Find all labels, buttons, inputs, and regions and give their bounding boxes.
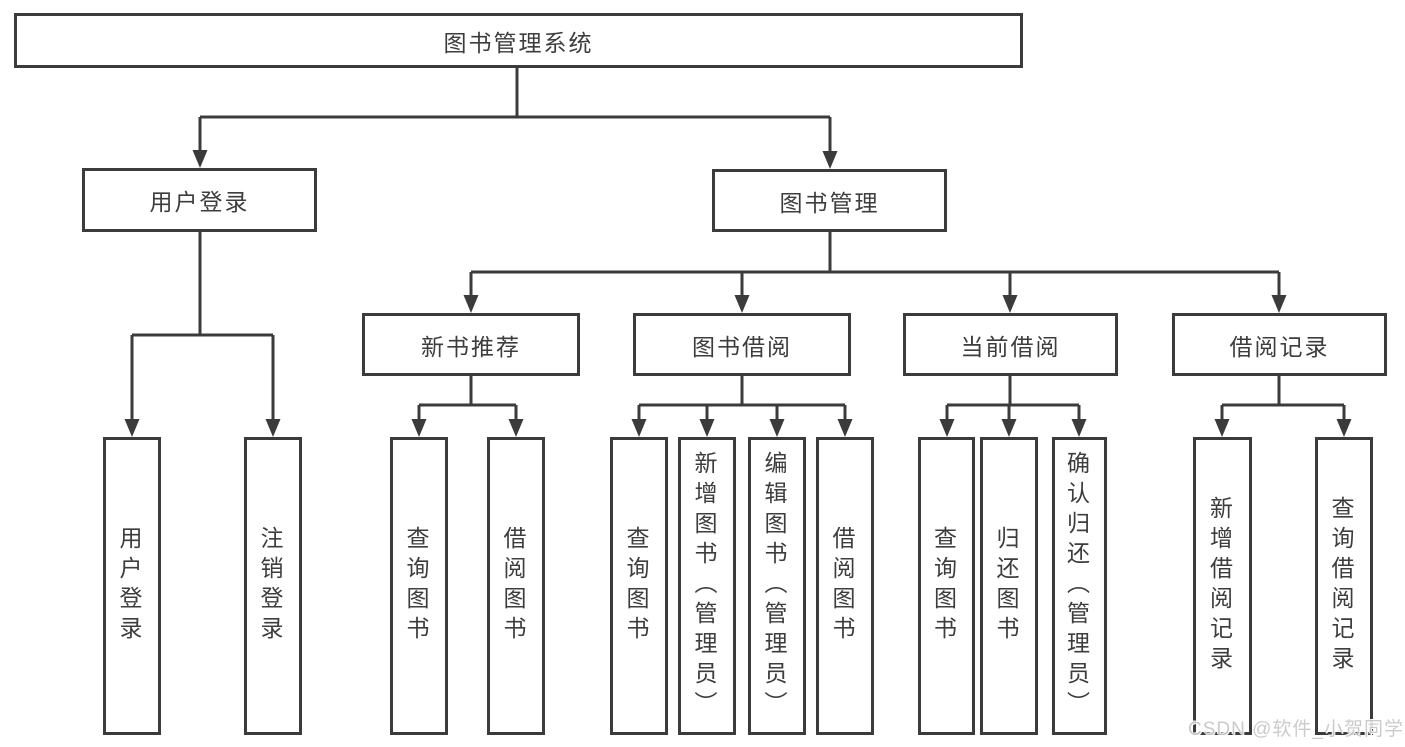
leaf-label: 新增借阅记录 xyxy=(1206,496,1233,676)
leaf-label: 查询图书 xyxy=(623,526,649,646)
leaf-add-book-admin: 新增图书（管理员） xyxy=(678,437,736,735)
leaf-label: 确认归还（管理员） xyxy=(1063,451,1090,721)
arrow-down-icon xyxy=(1002,295,1018,313)
leaf-label: 查询图书 xyxy=(930,526,957,646)
arrow-down-icon xyxy=(631,419,647,437)
arrow-down-icon xyxy=(1071,419,1087,437)
arrowhead-icons xyxy=(124,150,1352,437)
leaf-label: 新增图书（管理员） xyxy=(691,451,717,721)
leaf-borrow-books: 借阅图书 xyxy=(816,437,874,735)
node-current-borrowing: 当前借阅 xyxy=(903,313,1118,376)
arrow-down-icon xyxy=(822,151,838,169)
arrow-down-icon xyxy=(124,419,140,437)
arrow-down-icon xyxy=(837,419,853,437)
node-new-book-recommendation: 新书推荐 xyxy=(362,313,580,376)
leaf-add-borrow-record: 新增借阅记录 xyxy=(1193,437,1252,735)
leaf-user-login: 用户登录 xyxy=(103,437,161,735)
leaf-return-books: 归还图书 xyxy=(980,437,1038,735)
arrow-down-icon xyxy=(939,419,955,437)
node-book-borrowing: 图书借阅 xyxy=(633,313,851,376)
leaf-search-books: 查询图书 xyxy=(390,437,448,735)
arrow-down-icon xyxy=(1001,419,1017,437)
arrow-down-icon xyxy=(734,295,750,313)
leaf-label: 归还图书 xyxy=(993,526,1019,646)
leaf-label: 借阅图书 xyxy=(829,526,855,646)
leaf-confirm-return-admin: 确认归还（管理员） xyxy=(1052,437,1107,735)
leaf-label: 查询借阅记录 xyxy=(1328,496,1354,676)
connector-paths xyxy=(130,68,1346,422)
leaf-logout: 注销登录 xyxy=(244,437,302,735)
leaf-search-books: 查询图书 xyxy=(918,437,975,735)
node-user-login: 用户登录 xyxy=(82,168,317,232)
leaf-label: 注销登录 xyxy=(257,526,283,646)
leaf-label: 用户登录 xyxy=(116,526,142,646)
arrow-down-icon xyxy=(192,150,208,168)
leaf-search-books: 查询图书 xyxy=(610,437,668,735)
arrow-down-icon xyxy=(769,419,785,437)
node-library-management-system: 图书管理系统 xyxy=(14,13,1023,68)
leaf-edit-book-admin: 编辑图书（管理员） xyxy=(748,437,806,735)
arrow-down-icon xyxy=(1336,419,1352,437)
node-borrowing-records: 借阅记录 xyxy=(1172,313,1387,376)
watermark: CSDN @软件_小贺同学 xyxy=(1188,719,1404,740)
leaf-label: 编辑图书（管理员） xyxy=(761,451,787,721)
leaf-label: 借阅图书 xyxy=(500,526,526,646)
arrow-down-icon xyxy=(1214,419,1230,437)
node-book-management: 图书管理 xyxy=(712,169,947,232)
arrow-down-icon xyxy=(411,419,427,437)
leaf-borrow-books: 借阅图书 xyxy=(487,437,545,735)
leaf-query-borrow-record: 查询借阅记录 xyxy=(1315,437,1373,735)
arrow-down-icon xyxy=(463,295,479,313)
arrow-down-icon xyxy=(699,419,715,437)
arrow-down-icon xyxy=(265,419,281,437)
leaf-label: 查询图书 xyxy=(403,526,429,646)
arrow-down-icon xyxy=(1271,295,1287,313)
arrow-down-icon xyxy=(508,419,524,437)
